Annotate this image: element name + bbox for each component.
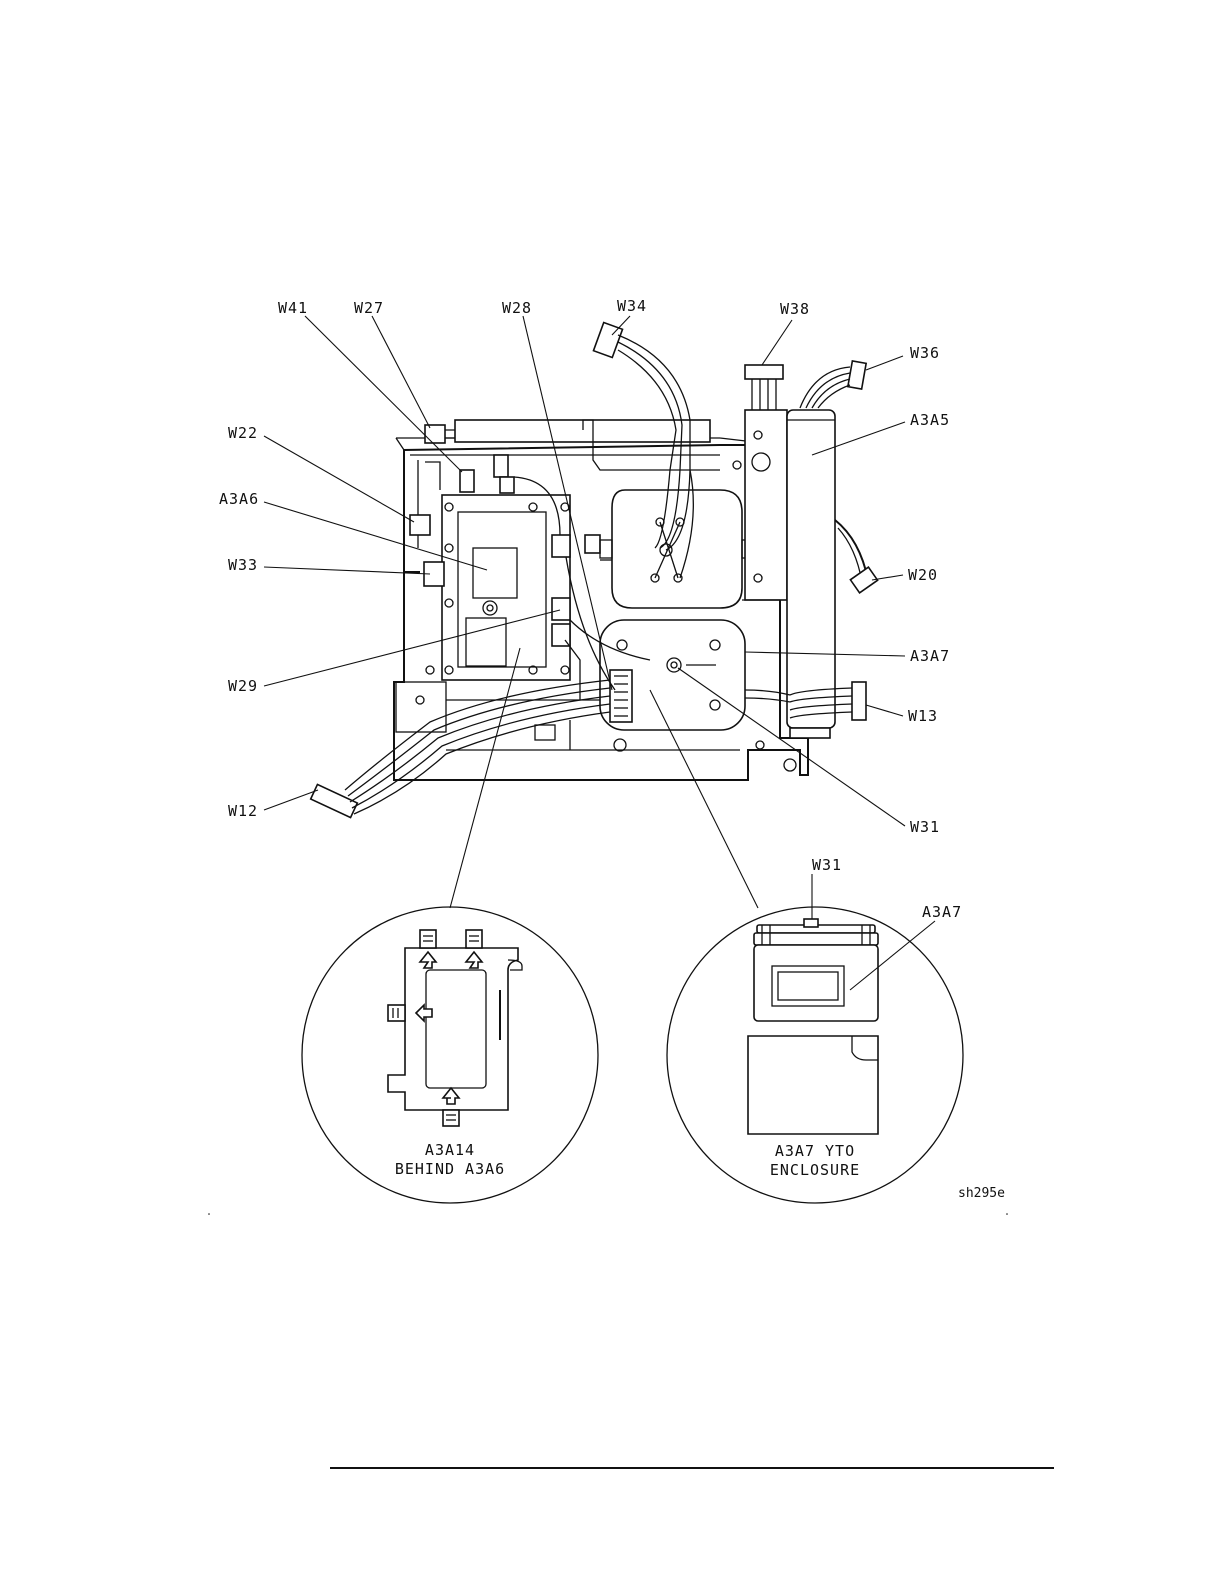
detail-right-w31: W31 — [812, 856, 842, 874]
figure-id: sh295e — [958, 1186, 1005, 1201]
detail-right-line1: A3A7 YTO — [775, 1142, 855, 1160]
label-w12: W12 — [228, 802, 258, 820]
label-w33: W33 — [228, 556, 258, 574]
label-w28: W28 — [502, 299, 532, 317]
detail-a3a14: A3A14 BEHIND A3A6 — [302, 907, 598, 1203]
detail-left-line1: A3A14 — [425, 1141, 475, 1159]
label-w22: W22 — [228, 424, 258, 442]
label-w38: W38 — [780, 300, 810, 318]
detail-left-line2: BEHIND A3A6 — [395, 1160, 505, 1178]
label-w31: W31 — [910, 818, 940, 836]
label-w27: W27 — [354, 299, 384, 317]
label-w20: W20 — [908, 566, 938, 584]
label-a3a5: A3A5 — [910, 411, 950, 429]
main-assembly — [311, 322, 878, 817]
label-a3a7: A3A7 — [910, 647, 950, 665]
label-a3a6: A3A6 — [219, 490, 259, 508]
callout-labels: W41 W27 W28 W34 W38 W36 W22 A3A5 A3A6 W3… — [219, 297, 950, 836]
detail-right-line2: ENCLOSURE — [770, 1161, 860, 1179]
label-w34: W34 — [617, 297, 647, 315]
footer-rule — [330, 1467, 1054, 1469]
label-w29: W29 — [228, 677, 258, 695]
label-w36: W36 — [910, 344, 940, 362]
detail-yto-enclosure: W31 A3A7 A3A7 YTO ENCLOSURE — [667, 856, 963, 1203]
detail-right-a3a7: A3A7 — [922, 903, 962, 921]
label-w13: W13 — [908, 707, 938, 725]
label-w41: W41 — [278, 299, 308, 317]
